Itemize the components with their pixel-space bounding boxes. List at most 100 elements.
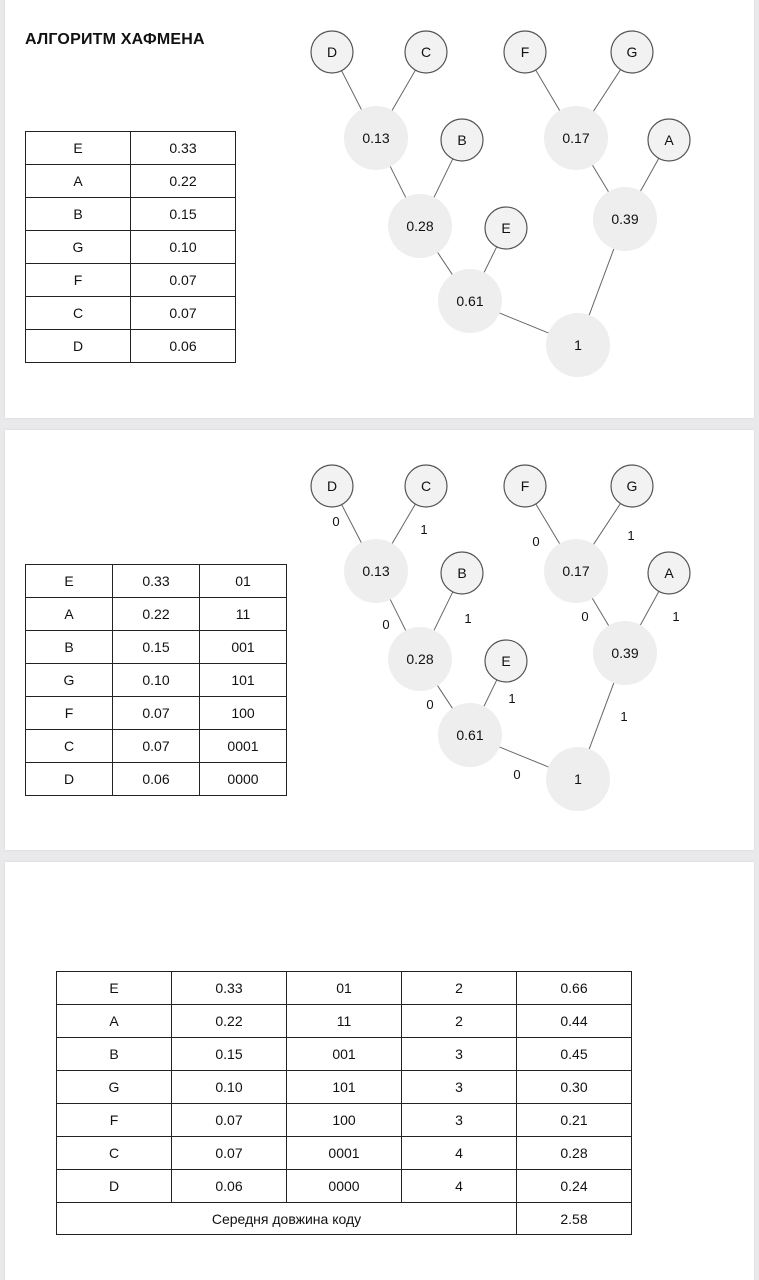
- leaf-node-label: B: [457, 132, 466, 148]
- table-cell: 0.10: [112, 663, 200, 697]
- table-cell: 0.28: [516, 1136, 632, 1170]
- table-cell: 01: [199, 564, 287, 598]
- table-cell: 0.07: [171, 1103, 287, 1137]
- internal-node-label: 0.28: [406, 218, 433, 234]
- leaf-node: [440, 551, 484, 595]
- table-cell: 0001: [199, 729, 287, 763]
- table-cell: 0.30: [516, 1070, 632, 1104]
- table-cell: 01: [286, 971, 402, 1005]
- table-cell: D: [56, 1169, 172, 1203]
- tree-edge: [534, 502, 561, 546]
- tree-edge: [591, 163, 610, 194]
- tree-edge: [432, 589, 455, 633]
- internal-node-label: 0.61: [456, 293, 483, 309]
- table-cell: 4: [401, 1169, 517, 1203]
- internal-node: [344, 539, 408, 603]
- tree-edge: [482, 244, 499, 275]
- edge-bit-label: 1: [420, 522, 427, 537]
- leaf-node-label: E: [501, 653, 510, 669]
- edge-bit-label: 0: [513, 767, 520, 782]
- tree-edge: [588, 680, 615, 752]
- edge-bit-label: 1: [627, 528, 634, 543]
- table-cell: 0.07: [130, 263, 236, 297]
- internal-node: [593, 621, 657, 685]
- table-cell: 0.06: [130, 329, 236, 363]
- table-cell: 0001: [286, 1136, 402, 1170]
- table-cell: 3: [401, 1037, 517, 1071]
- leaf-node: [484, 206, 528, 250]
- table-cell: 0.06: [171, 1169, 287, 1203]
- table-cell: 0.33: [112, 564, 200, 598]
- edge-bit-label: 1: [464, 611, 471, 626]
- table-cell: 0.21: [516, 1103, 632, 1137]
- leaf-node: [404, 464, 448, 508]
- edge-bit-label: 1: [508, 691, 515, 706]
- leaf-node: [404, 30, 448, 74]
- table-cell: 0.06: [112, 762, 200, 796]
- table-cell: C: [25, 296, 131, 330]
- table-cell: 0.07: [112, 696, 200, 730]
- leaf-node-label: C: [421, 44, 431, 60]
- internal-node: [388, 627, 452, 691]
- average-length-label: Середня довжина коду: [56, 1202, 517, 1235]
- tree-edge: [497, 745, 551, 769]
- table-cell: B: [56, 1037, 172, 1071]
- page-title: АЛГОРИТМ ХАФМЕНА: [25, 31, 205, 48]
- table-cell: 2: [401, 1004, 517, 1038]
- tree-edge: [340, 68, 363, 112]
- table-cell: 101: [286, 1070, 402, 1104]
- edge-bit-label: 0: [332, 514, 339, 529]
- internal-node-label: 0.17: [562, 130, 589, 146]
- table-cell: 001: [286, 1037, 402, 1071]
- table-cell: 101: [199, 663, 287, 697]
- leaf-node-label: F: [521, 478, 530, 494]
- table-cell: B: [25, 630, 113, 664]
- average-length-value: 2.58: [516, 1202, 632, 1235]
- internal-node: [388, 194, 452, 258]
- table-cell: 2: [401, 971, 517, 1005]
- leaf-node-label: G: [627, 44, 638, 60]
- leaf-node: [503, 30, 547, 74]
- table-cell: E: [25, 131, 131, 165]
- leaf-node: [647, 118, 691, 162]
- internal-node-label: 1: [574, 337, 582, 353]
- tree-edge: [590, 596, 611, 628]
- leaf-node-label: A: [664, 132, 674, 148]
- tree-edge: [436, 683, 454, 711]
- tree-edge: [534, 68, 562, 113]
- table-cell: 0.15: [130, 197, 236, 231]
- tree-edge: [592, 501, 622, 547]
- table-cell: E: [56, 971, 172, 1005]
- table-cell: 0.24: [516, 1169, 632, 1203]
- tree-edge: [390, 502, 417, 546]
- leaf-node: [440, 118, 484, 162]
- internal-node: [344, 106, 408, 170]
- internal-node-label: 0.17: [562, 563, 589, 579]
- internal-node-label: 0.13: [362, 563, 389, 579]
- edge-bit-label: 0: [581, 609, 588, 624]
- table-cell: C: [56, 1136, 172, 1170]
- leaf-node-label: D: [327, 44, 337, 60]
- internal-node-label: 0.61: [456, 727, 483, 743]
- tree-edge: [436, 250, 454, 277]
- leaf-node-label: B: [457, 565, 466, 581]
- table-cell: 3: [401, 1103, 517, 1137]
- edge-bit-label: 1: [672, 609, 679, 624]
